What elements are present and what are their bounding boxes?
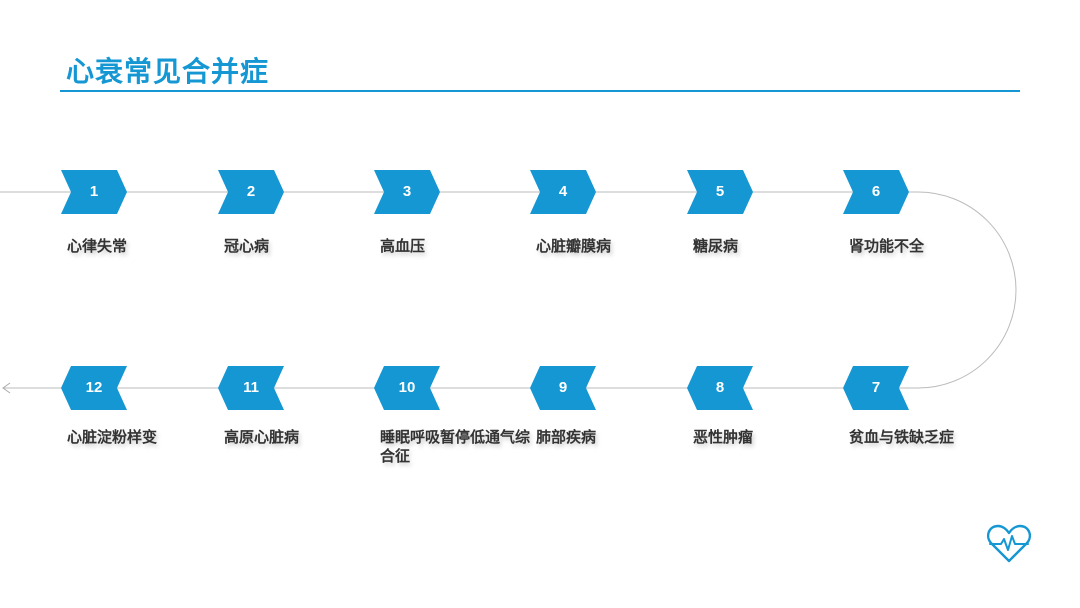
step-number: 12	[85, 379, 103, 396]
step-label: 心脏淀粉样变	[67, 428, 158, 446]
step-label: 高原心脏病	[224, 428, 300, 446]
step-number: 5	[715, 183, 725, 200]
step-number: 6	[871, 183, 881, 200]
step-label: 心律失常	[67, 237, 128, 255]
step-number: 9	[558, 379, 568, 396]
step-number: 10	[398, 379, 416, 396]
step-label: 冠心病	[224, 237, 270, 255]
step-chevron	[687, 366, 753, 410]
step-chevron	[843, 170, 909, 214]
flow-line-curve	[876, 191, 1017, 389]
step-chevron	[843, 366, 909, 410]
step-number: 11	[243, 379, 259, 396]
step-label: 恶性肿瘤	[693, 428, 754, 446]
step-number: 1	[89, 183, 99, 200]
step-label: 肺部疾病	[536, 428, 597, 446]
step-chevron	[218, 366, 284, 410]
step-label: 糖尿病	[693, 237, 739, 255]
step-label: 贫血与铁缺乏症	[849, 428, 955, 446]
step-label: 肾功能不全	[849, 237, 925, 255]
step-number: 3	[402, 183, 412, 200]
step-chevron	[374, 366, 440, 410]
step-chevron	[687, 170, 753, 214]
step-number: 4	[558, 183, 568, 200]
arrow-left-icon	[2, 382, 11, 394]
title-divider	[60, 90, 1020, 92]
heart-pulse-icon	[987, 524, 1031, 563]
step-number: 7	[871, 379, 881, 396]
step-label: 心脏瓣膜病	[536, 237, 612, 255]
step-number: 8	[715, 379, 725, 396]
step-chevron	[61, 170, 127, 214]
page-title: 心衰常见合并症	[66, 55, 270, 88]
step-chevron	[530, 170, 596, 214]
step-chevron	[218, 170, 284, 214]
step-chevrons	[61, 170, 909, 410]
step-chevron	[530, 366, 596, 410]
step-number: 2	[246, 183, 256, 200]
step-chevron	[61, 366, 127, 410]
step-label: 睡眠呼吸暂停低通气综合征	[380, 428, 531, 465]
step-chevron	[374, 170, 440, 214]
step-label: 高血压	[380, 237, 426, 255]
